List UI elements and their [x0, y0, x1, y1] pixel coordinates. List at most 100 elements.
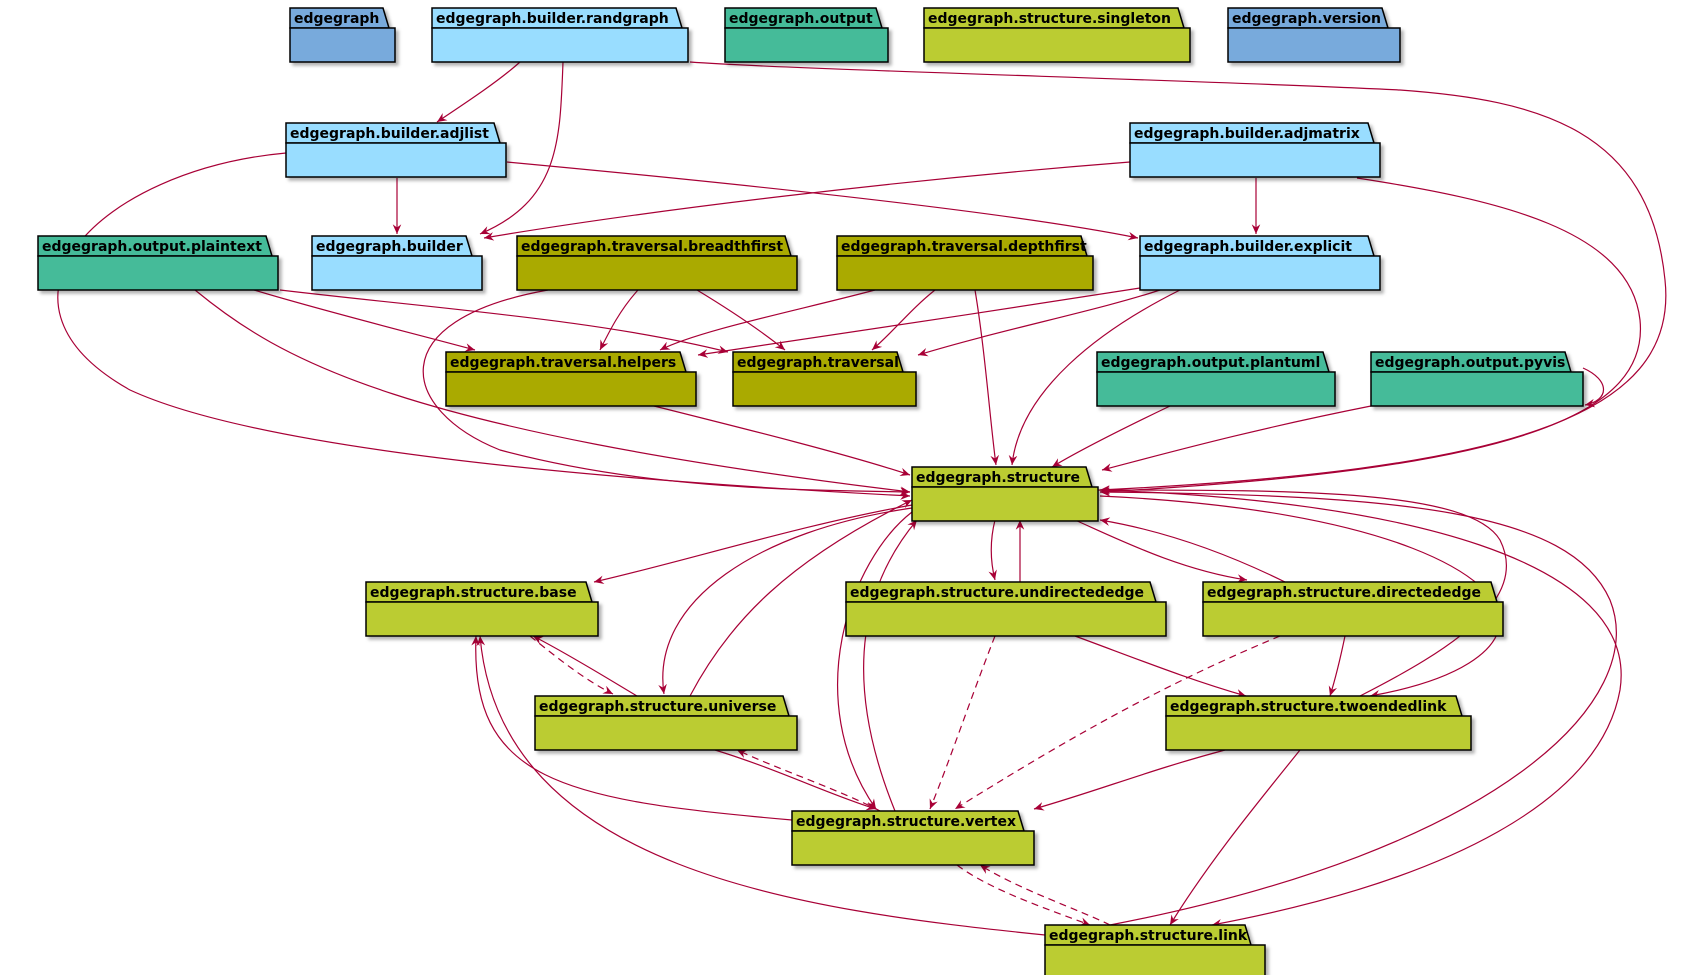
package-traversal-depthfirst[interactable]: edgegraph.traversal.depthfirst — [836, 235, 1094, 291]
dependency-arrow-traversal-depthfirst-to-structure — [974, 289, 999, 466]
dependency-arrow-structure-undirectededge-to-structure-vertex — [929, 635, 996, 810]
package-structure-twoendedlink[interactable]: edgegraph.structure.twoendedlink — [1165, 695, 1472, 751]
dependency-arrow-output-plaintext-to-traversal-helpers — [253, 289, 476, 352]
dependency-arrow-structure-to-structure-undirectededge — [988, 519, 997, 581]
package-body — [431, 27, 689, 63]
package-structure-vertex[interactable]: edgegraph.structure.vertex — [791, 810, 1035, 866]
dependency-arrow-structure-directededge-to-structure-vertex — [954, 635, 1281, 810]
package-body — [516, 255, 798, 291]
package-structure[interactable]: edgegraph.structure — [911, 466, 1099, 522]
package-body — [1139, 255, 1381, 291]
package-label: edgegraph.builder.randgraph — [436, 11, 669, 27]
dependency-arrow-traversal-helpers-to-structure — [649, 404, 911, 477]
package-body — [311, 255, 483, 291]
package-label: edgegraph.traversal.helpers — [450, 355, 676, 371]
package-traversal[interactable]: edgegraph.traversal — [732, 351, 917, 407]
dependency-arrow-structure-directededge-to-structure-twoendedlink — [1328, 635, 1346, 697]
package-structure-universe[interactable]: edgegraph.structure.universe — [534, 695, 798, 751]
package-label: edgegraph.builder.adjmatrix — [1134, 126, 1360, 142]
package-structure-singleton[interactable]: edgegraph.structure.singleton — [923, 7, 1191, 63]
dependency-arrow-structure-base-to-structure-universe — [529, 635, 614, 695]
package-body — [911, 486, 1099, 522]
package-label: edgegraph.traversal.breadthfirst — [521, 239, 783, 255]
dependency-arrow-structure-universe-to-structure — [689, 499, 913, 697]
package-body — [923, 27, 1191, 63]
package-body — [724, 27, 889, 63]
package-label: edgegraph.builder.adjlist — [290, 126, 489, 142]
package-builder-randgraph[interactable]: edgegraph.builder.randgraph — [431, 7, 689, 63]
package-version[interactable]: edgegraph.version — [1227, 7, 1401, 63]
package-body — [791, 830, 1035, 866]
package-label: edgegraph.structure — [916, 470, 1080, 486]
package-edgegraph[interactable]: edgegraph — [289, 7, 396, 63]
package-traversal-helpers[interactable]: edgegraph.traversal.helpers — [445, 351, 697, 407]
package-label: edgegraph.structure.universe — [539, 699, 776, 715]
dependency-arrow-builder-adjmatrix-to-builder — [483, 161, 1131, 241]
package-label: edgegraph.output.pyvis — [1375, 355, 1565, 371]
package-output-pyvis[interactable]: edgegraph.output.pyvis — [1370, 351, 1584, 407]
package-body — [285, 142, 507, 178]
package-body — [732, 371, 917, 407]
dependency-arrow-output-plaintext-to-structure — [194, 289, 911, 496]
dependency-arrow-traversal-breadthfirst-to-structure — [422, 289, 911, 497]
package-builder-adjlist[interactable]: edgegraph.builder.adjlist — [285, 122, 507, 178]
package-label: edgegraph.structure.singleton — [928, 11, 1171, 27]
package-structure-base[interactable]: edgegraph.structure.base — [365, 581, 599, 637]
dependency-arrow-output-pyvis-to-output-pyvis — [1582, 367, 1604, 408]
package-label: edgegraph.structure.link — [1049, 928, 1248, 944]
package-label: edgegraph.structure.undirectededge — [850, 585, 1144, 601]
package-body — [365, 601, 599, 637]
package-nodes: edgegraph edgegraph.builder.randgraph edge… — [37, 7, 1584, 975]
package-body — [534, 715, 798, 751]
package-label: edgegraph.version — [1232, 11, 1381, 27]
dependency-arrow-builder-adjmatrix-to-structure — [1099, 177, 1642, 496]
package-structure-undirectededge[interactable]: edgegraph.structure.undirectededge — [845, 581, 1167, 637]
dependency-arrow-builder-randgraph-to-structure — [689, 61, 1667, 494]
package-body — [1370, 371, 1584, 407]
dependency-edges — [57, 61, 1667, 936]
package-label: edgegraph.traversal.depthfirst — [841, 239, 1087, 255]
dependency-arrow-builder-randgraph-to-builder-adjlist — [436, 61, 521, 123]
package-output-plaintext[interactable]: edgegraph.output.plaintext — [37, 235, 279, 291]
dependency-arrow-structure-to-structure-base — [593, 504, 913, 585]
package-body — [289, 27, 396, 63]
package-label: edgegraph.output — [729, 11, 873, 27]
package-output-plantuml[interactable]: edgegraph.output.plantuml — [1096, 351, 1336, 407]
package-structure-link[interactable]: edgegraph.structure.link — [1044, 924, 1266, 975]
dependency-arrow-builder-explicit-to-structure — [1008, 289, 1181, 466]
dependency-arrow-structure-twoendedlink-to-structure-vertex — [1033, 749, 1226, 811]
package-builder-adjmatrix[interactable]: edgegraph.builder.adjmatrix — [1129, 122, 1381, 178]
package-label: edgegraph.structure.twoendedlink — [1170, 699, 1447, 715]
package-body — [1096, 371, 1336, 407]
package-body — [1044, 944, 1266, 975]
dependency-arrow-structure-to-structure-universe — [658, 507, 913, 695]
dependency-arrow-structure-vertex-to-structure-universe — [736, 749, 881, 812]
dependency-arrow-structure-universe-to-structure-vertex — [714, 749, 877, 811]
dependency-arrow-structure-twoendedlink-to-structure-link — [1169, 749, 1301, 926]
package-output[interactable]: edgegraph.output — [724, 7, 889, 63]
package-label: edgegraph.traversal — [737, 355, 899, 371]
dependency-arrow-structure-link-to-structure-vertex — [979, 864, 1111, 926]
dependency-arrow-builder-randgraph-to-builder — [479, 61, 564, 235]
package-builder[interactable]: edgegraph.builder — [311, 235, 483, 291]
dependency-arrow-output-pyvis-to-structure — [1101, 405, 1372, 472]
dependency-arrow-builder-adjlist-to-builder-explicit — [506, 161, 1139, 241]
package-label: edgegraph.builder.explicit — [1144, 239, 1352, 255]
package-builder-explicit[interactable]: edgegraph.builder.explicit — [1139, 235, 1381, 291]
package-label: edgegraph.builder — [316, 239, 463, 255]
dependency-arrow-builder-adjlist-to-structure — [57, 152, 911, 500]
dependency-arrow-traversal-breadthfirst-to-traversal — [696, 289, 786, 351]
package-body — [1129, 142, 1381, 178]
dependency-arrow-structure-to-structure-vertex — [837, 511, 913, 810]
dependency-arrow-output-plantuml-to-structure — [1051, 405, 1171, 468]
dependency-arrow-structure-vertex-to-structure — [863, 519, 918, 812]
package-body — [845, 601, 1167, 637]
package-label: edgegraph.output.plaintext — [42, 239, 262, 255]
package-body — [1202, 601, 1504, 637]
dependency-arrow-structure-universe-to-structure-base — [532, 635, 638, 697]
dependency-arrow-traversal-depthfirst-to-traversal — [871, 289, 936, 351]
package-structure-directededge[interactable]: edgegraph.structure.directededge — [1202, 581, 1504, 637]
package-traversal-breadthfirst[interactable]: edgegraph.traversal.breadthfirst — [516, 235, 798, 291]
dependency-arrow-builder-explicit-to-traversal — [917, 289, 1161, 357]
